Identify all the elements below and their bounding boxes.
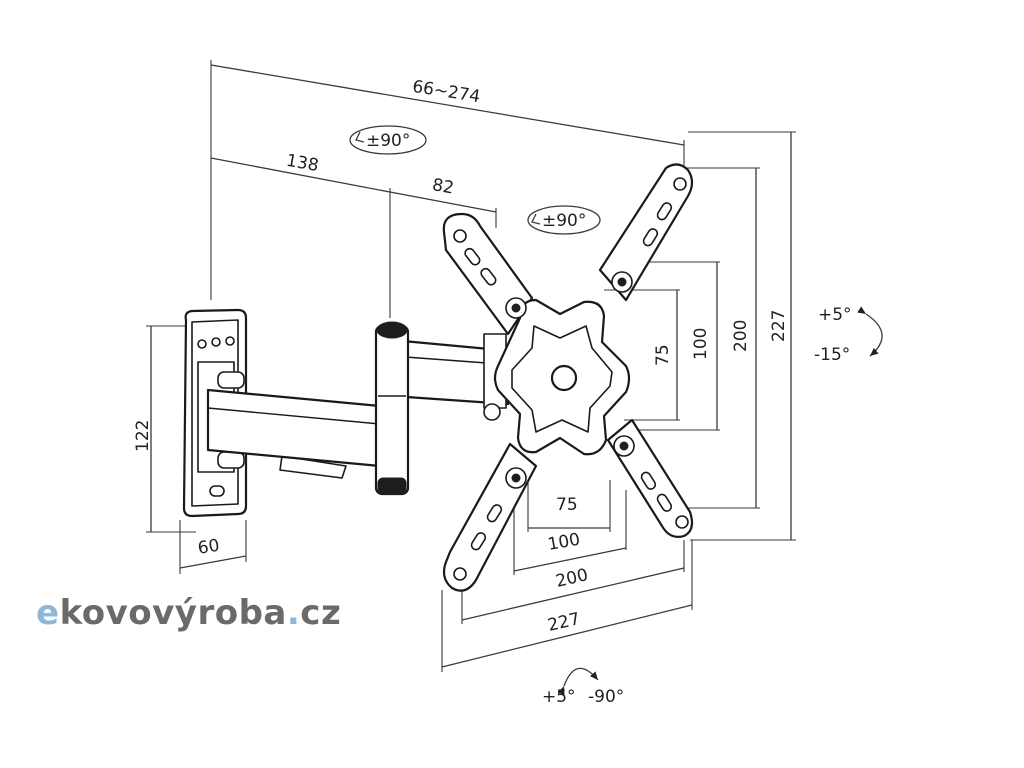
vesa-h-200-label: 200 <box>554 565 590 592</box>
logo-tld: cz <box>300 593 341 633</box>
swivel-plate-label: ±90° <box>542 211 586 231</box>
swing-arm <box>206 321 510 496</box>
tilt-rotation-icon <box>857 306 883 357</box>
swivel-plate-rotation-icon <box>527 205 601 235</box>
arm-depth-label: 138 <box>285 151 320 176</box>
logo-prefix: e <box>36 593 60 633</box>
dimension-labels: 66~274 138 82 122 60 75 100 200 227 75 1… <box>133 77 852 707</box>
swivel-arm-rotation-icon <box>349 125 427 155</box>
vesa-v-100-label: 100 <box>691 328 711 360</box>
arm-offset-label: 82 <box>431 175 456 198</box>
level-left-label: +5° <box>542 687 576 707</box>
vesa-h-75-label: 75 <box>556 495 578 515</box>
vesa-v-200-label: 200 <box>731 320 751 352</box>
swivel-arm-label: ±90° <box>366 131 410 151</box>
overall-depth-label: 66~274 <box>411 77 482 107</box>
vesa-v-227-label: 227 <box>769 310 789 342</box>
wall-plate-width-label: 60 <box>196 536 221 559</box>
rotation-symbols <box>349 125 883 695</box>
logo-dot: . <box>287 593 300 633</box>
tilt-down-label: -15° <box>814 345 850 365</box>
level-right-label: -90° <box>588 687 624 707</box>
tilt-up-label: +5° <box>818 305 852 325</box>
svg-text:ekovovýroba.cz: ekovovýroba.cz <box>36 593 341 633</box>
vesa-h-227-label: 227 <box>546 609 582 636</box>
logo-brand: kovovýroba <box>60 593 287 633</box>
vesa-plate <box>442 163 694 592</box>
wall-plate-height-label: 122 <box>133 420 153 452</box>
level-rotation-icon <box>557 667 599 695</box>
vesa-h-100-label: 100 <box>546 530 581 555</box>
vesa-v-75-label: 75 <box>653 344 673 366</box>
dimension-lines <box>146 60 796 672</box>
brand-logo: ekovovýroba.cz <box>36 593 341 633</box>
